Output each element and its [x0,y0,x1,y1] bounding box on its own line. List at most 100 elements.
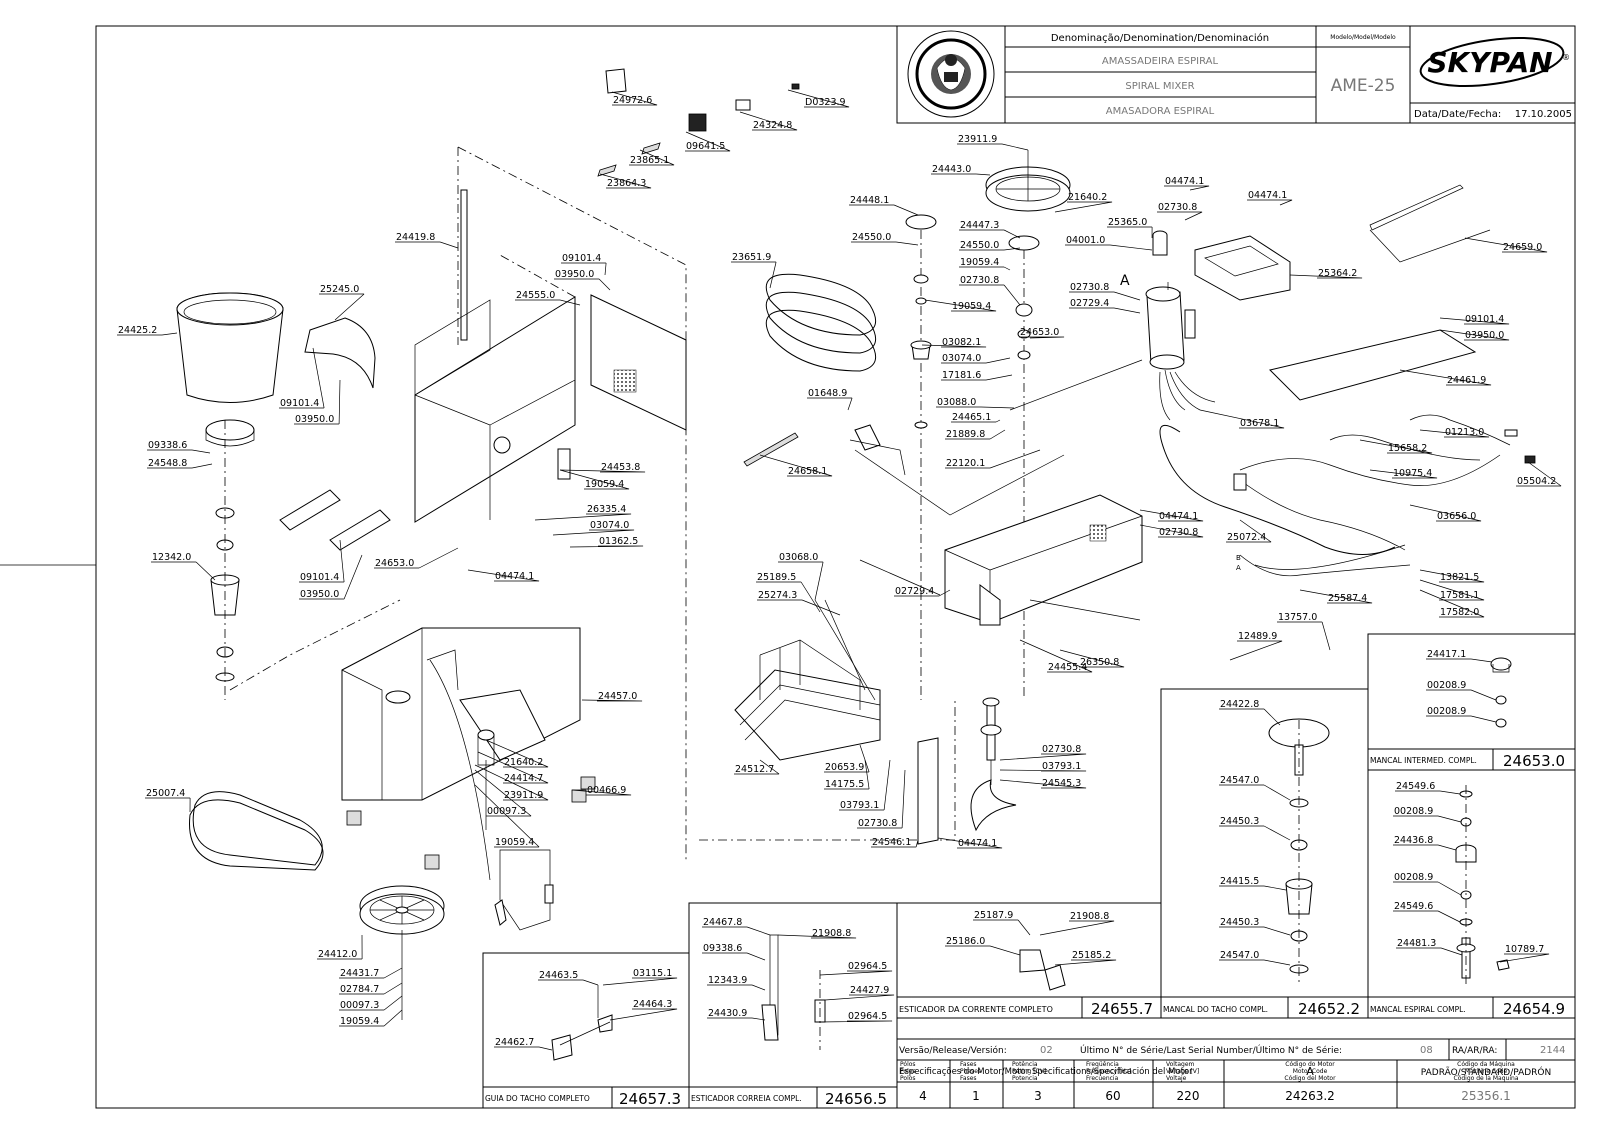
part-label: 02730.8 [1042,744,1081,755]
leader-line [959,284,1021,306]
leader-line [1419,429,1490,438]
base-cabinet [341,627,581,801]
name-pt: AMASSADEIRA ESPIRAL [1102,56,1219,67]
model-header: Modelo/Model/Modelo [1330,34,1396,41]
leader-line [739,111,798,131]
spiral-hook [970,697,1017,832]
part-label: 02729.4 [1070,298,1109,309]
part-label: 09101.4 [562,253,601,264]
version-label: Versão/Release/Versión: [899,1045,1007,1056]
motor-letter-a: A [1120,273,1130,289]
part-label: 24465.1 [952,412,991,423]
sticker-part [605,68,627,94]
part-label: 00208.9 [1394,872,1433,883]
control-panel-part [688,113,707,132]
technical-assistance-seal [907,30,995,118]
leader-line [1426,715,1497,723]
leader-line [941,374,1013,381]
sprocket-large [1008,235,1040,251]
leader-line [561,262,607,276]
leader-line [1164,185,1210,191]
leader-line [1069,307,1141,314]
part-label: 24414.7 [504,773,543,784]
subassembly-boxes [482,633,1576,1109]
leader-line [1219,825,1291,841]
part-label: 02730.8 [1158,202,1197,213]
part-label: 17181.6 [942,370,981,381]
leader-line [117,332,178,336]
part-label: 23865.1 [630,155,669,166]
leader-line [1369,469,1438,479]
leader-line [474,764,549,801]
leader-line [515,299,581,306]
leader-line [777,934,857,939]
standard-label: PADRÃO/STANDARD/PADRÓN [1421,1066,1552,1078]
poles-value: 4 [919,1089,927,1103]
leader-line [1019,336,1065,339]
part-label: 02784.7 [340,984,379,995]
part-label: 25365.0 [1108,217,1147,228]
part-label: 12342.0 [152,552,191,563]
freq-label-en: Frequency [Hz] [1086,1068,1131,1075]
leader-line [554,278,611,291]
leader-line [824,994,895,1001]
part-label: 24447.3 [960,220,999,231]
power-value: 3 [1034,1089,1042,1103]
part-label: 24412.0 [318,949,357,960]
leader-line [1199,409,1285,429]
leader-line [787,89,850,108]
assembly-name-belt-tensioner: ESTICADOR CORREIA COMPL. [691,1094,802,1103]
part-label: 01648.9 [808,388,847,399]
phases-label-es: Fases [960,1075,977,1082]
part-label: 24549.6 [1396,781,1435,792]
leader-line [819,970,893,976]
assembly-code-bowl-bearing: 24652.2 [1298,1000,1360,1018]
back-panel [590,294,687,431]
poles-label-en: Poles [900,1068,916,1075]
date-label: Data/Date/Fecha: [1414,109,1501,120]
leader-line [581,699,643,702]
part-label: 02730.8 [1070,282,1109,293]
ra-label: RA/AR/RA: [1452,1046,1497,1056]
part-label: 14175.5 [825,779,864,790]
leader-line [602,977,678,986]
leader-line [319,293,365,321]
part-label: 00466.9 [587,785,626,796]
part-label: 17582.0 [1440,607,1479,618]
phases-label-pt: Fases [960,1061,977,1068]
part-label: 09101.4 [280,398,319,409]
part-label: 24430.9 [708,1008,747,1019]
leader-line [477,751,549,784]
part-label: 25245.0 [320,284,359,295]
leader-line [1499,953,1550,963]
part-label: 24550.0 [852,232,891,243]
housing-front [414,296,576,523]
leader-line [1277,621,1331,651]
leader-line [1219,959,1291,966]
leader-line [757,599,841,616]
part-label: 22120.1 [946,458,985,469]
part-label: 03656.0 [1437,511,1476,522]
part-label: 25007.4 [146,788,185,799]
wire-mark-a: A [1236,564,1241,572]
part-label: 24545.3 [1042,778,1081,789]
leader-line [759,454,833,477]
part-label: 04474.1 [1248,190,1287,201]
leader-line [1069,291,1141,301]
part-label: 04474.1 [1165,176,1204,187]
part-label: 24422.8 [1220,699,1259,710]
leader-line [959,266,1011,271]
leader-line [1219,784,1291,801]
leader-line [707,984,766,991]
motor-a [1145,282,1196,370]
part-label: 20653.9 [825,762,864,773]
leader-line [851,241,919,246]
leader-line [1226,519,1272,543]
part-label: 03793.1 [840,800,879,811]
part-label: 02729.4 [895,586,934,597]
leader-line [1393,815,1462,823]
part-label: 10789.7 [1505,944,1544,955]
part-label: 21640.2 [504,757,543,768]
part-label: 02964.5 [848,961,887,972]
part-label: 24467.8 [703,917,742,928]
